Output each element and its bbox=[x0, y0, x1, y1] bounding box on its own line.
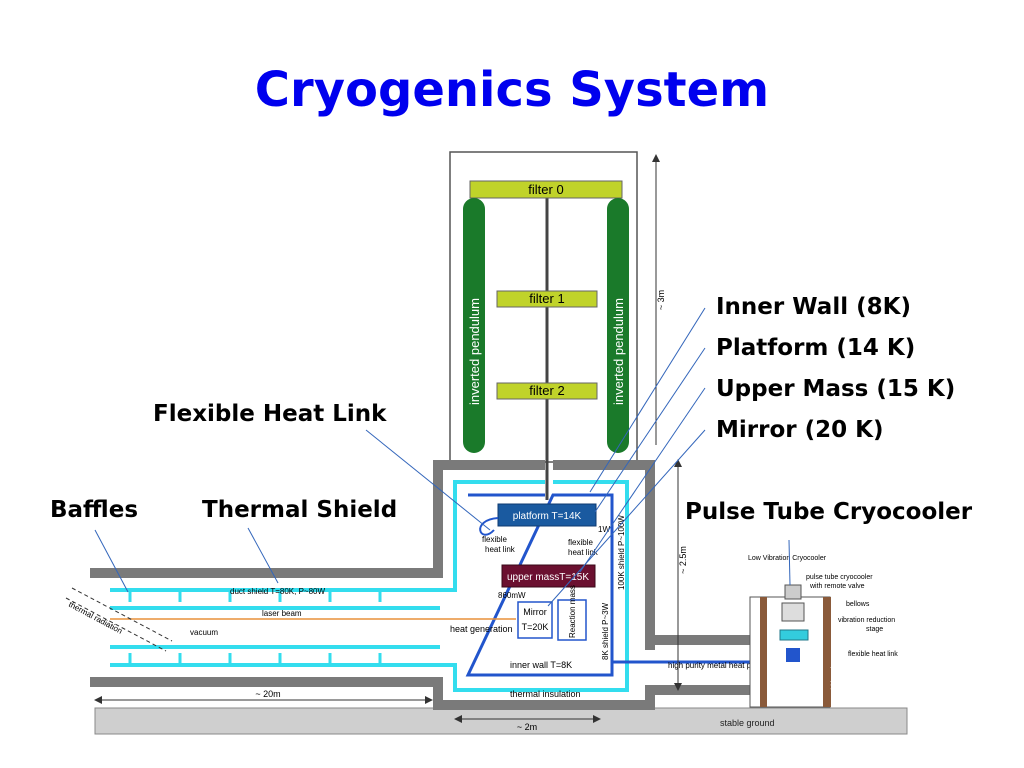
heat-link-label-left: heat link bbox=[485, 545, 516, 554]
inverted-pendulum-left bbox=[463, 198, 485, 453]
cryocooler-assembly bbox=[749, 584, 831, 708]
callout-upper-mass: Upper Mass (15 K) bbox=[716, 376, 956, 402]
thermal-insulation-label: thermal insulation bbox=[510, 689, 581, 699]
low-vibration-label: Low Vibration Cryocooler bbox=[748, 555, 827, 562]
vacuum-wall bbox=[90, 460, 760, 710]
reaction-mass bbox=[557, 599, 587, 641]
cold-head-support-left bbox=[760, 597, 767, 707]
duct-shield-label: duct shield T=80K, P~80W bbox=[230, 587, 325, 596]
dimension-25m-label: ~ 2.5m bbox=[678, 546, 688, 574]
remote-valve-label: with remote valve bbox=[809, 583, 865, 590]
shield-8k-label: 8K shield P~3W bbox=[601, 602, 610, 660]
filter-1 bbox=[496, 290, 598, 308]
vibration-stage bbox=[779, 629, 809, 641]
mirror-label: Mirror bbox=[523, 607, 547, 617]
stable-ground bbox=[94, 707, 908, 735]
dimension-2m-label: ~ 2m bbox=[517, 722, 537, 732]
heat-link-curve bbox=[479, 517, 499, 536]
cold-head-label: cold head support bbox=[831, 641, 838, 697]
callout-platform: Platform (14 K) bbox=[716, 335, 916, 361]
callout-mirror: Mirror (20 K) bbox=[716, 417, 884, 443]
flexible-label-right: flexible bbox=[568, 538, 593, 547]
platform bbox=[497, 503, 597, 527]
dimension-3m-label: ~ 3m bbox=[656, 290, 666, 310]
inverted-pendulum-right bbox=[607, 198, 629, 453]
inner-wall bbox=[465, 493, 614, 677]
upper-mass bbox=[501, 564, 596, 588]
reaction-mass-label: Reaction mass bbox=[568, 585, 577, 638]
inverted-pendulum-left-label: inverted pendulum bbox=[467, 298, 482, 405]
bellows bbox=[781, 602, 805, 622]
mirror bbox=[517, 601, 553, 639]
callout-thermal-shield: Thermal Shield bbox=[202, 497, 398, 523]
dimension-20m-label: ~ 20m bbox=[255, 689, 280, 699]
callout-flexible-heat-link: Flexible Heat Link bbox=[153, 401, 387, 427]
filter-2 bbox=[496, 382, 598, 400]
power-1w-label: 1W bbox=[598, 525, 610, 534]
callout-baffles: Baffles bbox=[50, 497, 139, 523]
filter-0-label: filter 0 bbox=[528, 182, 563, 197]
filter-0 bbox=[469, 180, 623, 199]
inner-wall-label: inner wall T=8K bbox=[510, 660, 572, 670]
callout-pulse-tube: Pulse Tube Cryocooler bbox=[685, 499, 973, 525]
slide-title: Cryogenics System bbox=[254, 62, 770, 118]
upper-mass-label: upper massT=15K bbox=[507, 572, 589, 583]
bellows-label: bellows bbox=[846, 601, 870, 608]
flexible-label-left: flexible bbox=[482, 535, 507, 544]
callout-inner-wall: Inner Wall (8K) bbox=[716, 294, 911, 320]
heat-link-label-right: heat link bbox=[568, 548, 599, 557]
shield-100k-label: 100K shield P~100W bbox=[617, 515, 626, 590]
heat-generation-label: heat generation bbox=[450, 624, 513, 634]
baffles bbox=[128, 590, 382, 665]
laser-beam-label: laser beam bbox=[262, 609, 302, 618]
filter-2-label: filter 2 bbox=[529, 383, 564, 398]
thermal-radiation-label: thermal radiation bbox=[67, 600, 124, 636]
mirror-temp-label: T=20K bbox=[522, 622, 549, 632]
metal-path-label: high purity metal heat path bbox=[668, 661, 762, 670]
filter-1-label: filter 1 bbox=[529, 291, 564, 306]
vacuum-label: vacuum bbox=[190, 628, 218, 637]
cold-head-support-right bbox=[823, 597, 831, 707]
heat-link-block bbox=[786, 648, 800, 662]
stable-ground-label: stable ground bbox=[720, 718, 775, 728]
callout-lines bbox=[94, 307, 791, 607]
stage-label: stage bbox=[866, 626, 883, 633]
pulse-tube-small-label: pulse tube cryocooler bbox=[806, 574, 873, 581]
cryocooler-head bbox=[784, 584, 802, 600]
inverted-pendulum-right-label: inverted pendulum bbox=[611, 298, 626, 405]
platform-label: platform T=14K bbox=[513, 511, 582, 522]
power-860-label: 860mW bbox=[498, 591, 526, 600]
flex-heat-link-label: flexible heat link bbox=[848, 651, 898, 658]
vib-reduction-label: vibration reduction bbox=[838, 617, 895, 624]
